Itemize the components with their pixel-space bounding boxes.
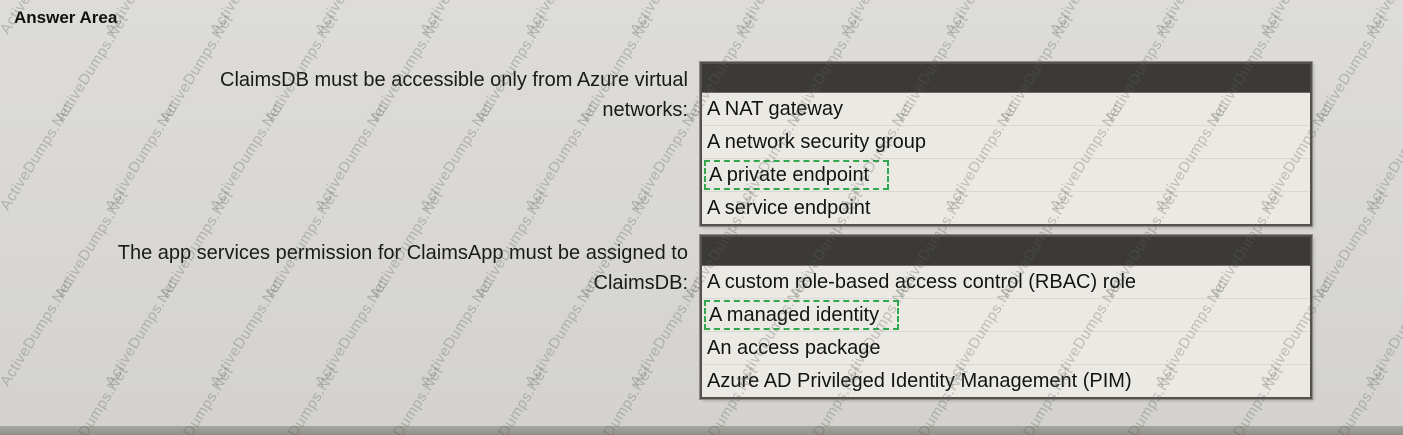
watermark-text: ActiveDumps.Net — [627, 0, 707, 37]
watermark-text: ActiveDumps.Net — [1361, 99, 1403, 214]
watermark-text: ActiveDumps.Net — [732, 0, 812, 37]
question-label: ClaimsDB must be accessible only from Az… — [220, 69, 688, 121]
dropdown-option[interactable]: Azure AD Privileged Identity Management … — [702, 364, 1310, 397]
watermark-text: ActiveDumps.Net — [1361, 275, 1403, 390]
watermark-text: ActiveDumps.Net — [1257, 0, 1337, 37]
dropdown-option[interactable]: A private endpoint — [702, 158, 1310, 191]
watermark-text: ActiveDumps.Net — [942, 0, 1022, 37]
dropdown-option[interactable]: An access package — [702, 331, 1310, 364]
dropdown-option[interactable]: A NAT gateway — [707, 98, 843, 120]
watermark-text: ActiveDumps.Net — [1311, 11, 1392, 126]
watermark-text: ActiveDumps.Net — [1311, 363, 1392, 435]
dropdown-selected-bar[interactable] — [702, 237, 1310, 266]
watermark-text: ActiveDumps.Net — [837, 0, 917, 37]
answer-dropdown: A custom role-based access control (RBAC… — [700, 235, 1312, 399]
correct-answer-highlight: A private endpoint — [704, 160, 890, 190]
question-row: ClaimsDB must be accessible only from Az… — [0, 62, 1312, 226]
dropdown-selected-bar[interactable] — [702, 64, 1310, 93]
watermark-text: ActiveDumps.Net — [207, 0, 287, 37]
dropdown-option[interactable]: A custom role-based access control (RBAC… — [707, 271, 1137, 293]
correct-answer-highlight: A managed identity — [704, 300, 900, 330]
watermark-text: ActiveDumps.Net — [1362, 0, 1403, 37]
watermark-text: ActiveDumps.Net — [1152, 0, 1232, 37]
dropdown-option[interactable]: A managed identity — [702, 298, 1310, 331]
watermark-text: ActiveDumps.Net — [1311, 187, 1392, 302]
dropdown-options-list: A custom role-based access control (RBAC… — [702, 266, 1310, 397]
watermark-text: ActiveDumps.Net — [522, 0, 602, 37]
question-row: The app services permission for ClaimsAp… — [0, 235, 1312, 399]
watermark-text: ActiveDumps.Net — [312, 0, 392, 37]
watermark-text: ActiveDumps.Net — [417, 0, 497, 37]
answer-area-title: Answer Area — [14, 8, 118, 27]
page-bottom-edge — [0, 426, 1403, 435]
watermark-text: ActiveDumps.Net — [1047, 0, 1127, 37]
question-label: The app services permission for ClaimsAp… — [117, 242, 688, 294]
dropdown-option[interactable]: A service endpoint — [702, 191, 1310, 224]
dropdown-option[interactable]: A network security group — [702, 125, 1310, 158]
